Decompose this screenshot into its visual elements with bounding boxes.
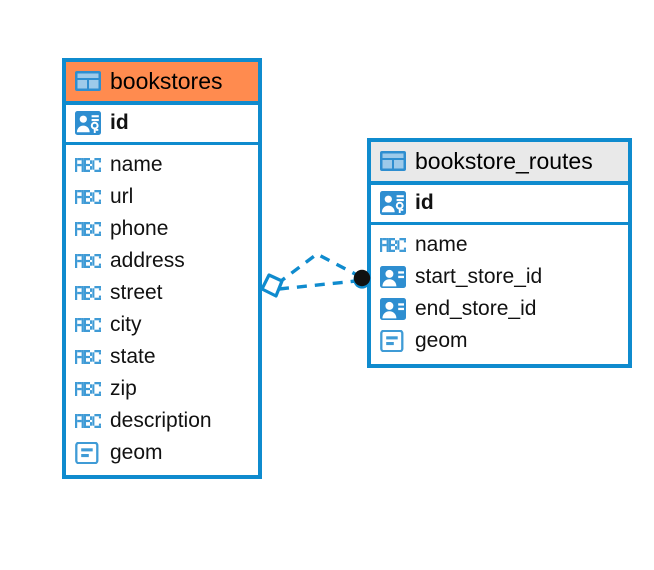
relationship-branch-lower bbox=[278, 279, 357, 291]
entity-title-bookstores: bookstores bbox=[110, 68, 223, 94]
entity-header-bookstores[interactable]: bookstores bbox=[66, 62, 258, 105]
field-name-state: state bbox=[110, 345, 156, 368]
foreign-key-icon bbox=[380, 266, 406, 288]
field-name-name: name bbox=[110, 153, 163, 176]
geometry-icon bbox=[380, 330, 406, 352]
table-icon bbox=[75, 71, 101, 91]
field-name-geom: geom bbox=[110, 441, 163, 464]
table-icon bbox=[380, 151, 406, 171]
field-name-end-store-id: end_store_id bbox=[415, 297, 537, 320]
field-row-bookstores-address[interactable]: address bbox=[66, 245, 258, 277]
abc-text-icon bbox=[380, 238, 406, 252]
abc-text-icon bbox=[75, 158, 101, 172]
field-name-id: id bbox=[415, 191, 434, 214]
field-name-url: url bbox=[110, 185, 134, 208]
entity-title-bookstore-routes: bookstore_routes bbox=[415, 148, 593, 174]
field-list-bookstores: name bbox=[66, 145, 258, 475]
field-row-bookstores-city[interactable]: city bbox=[66, 309, 258, 341]
field-name-start-store-id: start_store_id bbox=[415, 265, 543, 288]
field-row-bookstores-zip[interactable]: zip bbox=[66, 373, 258, 405]
abc-text-icon bbox=[75, 254, 101, 268]
field-name-address: address bbox=[110, 249, 185, 272]
abc-text-icon bbox=[75, 318, 101, 332]
primary-key-icon bbox=[75, 111, 101, 135]
field-name-city: city bbox=[110, 313, 142, 336]
field-row-bookstore-routes-name[interactable]: name bbox=[371, 229, 628, 261]
abc-text-icon bbox=[75, 414, 101, 428]
abc-text-icon bbox=[75, 190, 101, 204]
abc-text-icon bbox=[75, 286, 101, 300]
field-name-phone: phone bbox=[110, 217, 169, 240]
field-row-bookstores-id[interactable]: id bbox=[66, 105, 258, 145]
field-name-id: id bbox=[110, 111, 129, 134]
field-row-bookstores-phone[interactable]: phone bbox=[66, 213, 258, 245]
diamond-marker bbox=[260, 273, 284, 298]
field-name-zip: zip bbox=[110, 377, 137, 400]
field-row-bookstores-description[interactable]: description bbox=[66, 405, 258, 437]
relationship-branch-upper bbox=[275, 251, 360, 286]
field-row-bookstores-name[interactable]: name bbox=[66, 149, 258, 181]
abc-text-icon bbox=[75, 382, 101, 396]
foreign-key-icon bbox=[380, 298, 406, 320]
field-row-bookstores-url[interactable]: url bbox=[66, 181, 258, 213]
field-name-street: street bbox=[110, 281, 163, 304]
field-row-bookstores-geom[interactable]: geom bbox=[66, 437, 258, 469]
field-row-bookstore-routes-end-store-id[interactable]: end_store_id bbox=[371, 293, 628, 325]
field-name-geom: geom bbox=[415, 329, 468, 352]
primary-key-icon bbox=[380, 191, 406, 215]
entity-bookstore-routes[interactable]: bookstore_routes id bbox=[367, 138, 632, 368]
abc-text-icon bbox=[75, 222, 101, 236]
field-name-description: description bbox=[110, 409, 212, 432]
field-row-bookstores-state[interactable]: state bbox=[66, 341, 258, 373]
field-list-bookstore-routes: name start_store_id bbox=[371, 225, 628, 364]
entity-header-bookstore-routes[interactable]: bookstore_routes bbox=[371, 142, 628, 185]
abc-text-icon bbox=[75, 350, 101, 364]
field-name-name: name bbox=[415, 233, 468, 256]
relationship-connector bbox=[260, 251, 371, 298]
field-row-bookstore-routes-geom[interactable]: geom bbox=[371, 325, 628, 357]
geometry-icon bbox=[75, 442, 101, 464]
entity-bookstores[interactable]: bookstores id bbox=[62, 58, 262, 479]
field-row-bookstore-routes-start-store-id[interactable]: start_store_id bbox=[371, 261, 628, 293]
field-row-bookstores-street[interactable]: street bbox=[66, 277, 258, 309]
field-row-bookstore-routes-id[interactable]: id bbox=[371, 185, 628, 225]
